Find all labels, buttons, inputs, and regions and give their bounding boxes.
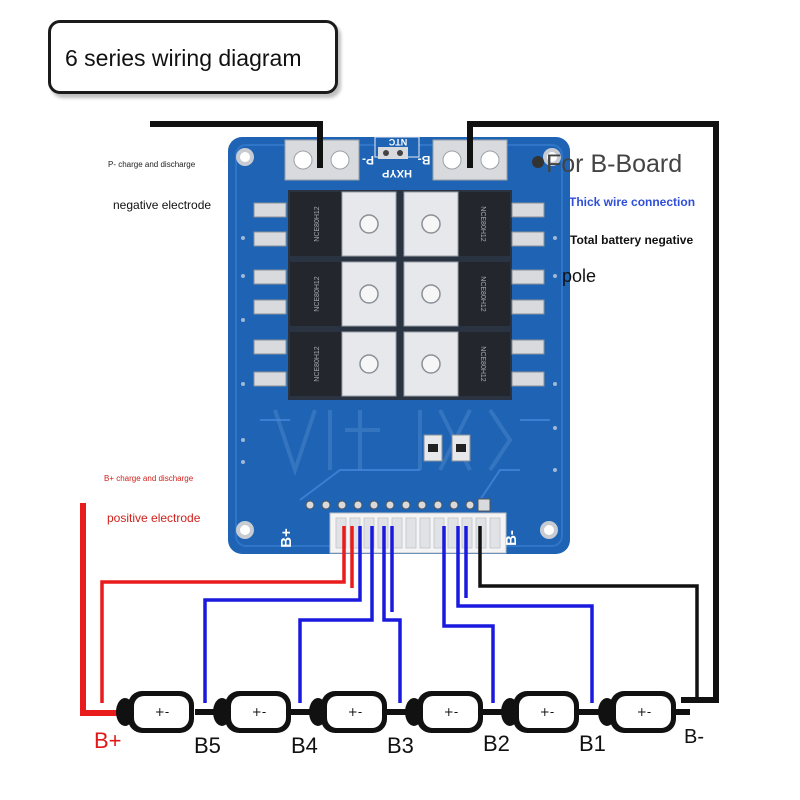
ntc-connector	[378, 147, 408, 159]
node-b5: B5	[194, 733, 221, 758]
smd-components	[423, 434, 471, 462]
cell-2-polarity: +-	[252, 705, 266, 719]
cell-3: +-	[309, 691, 387, 733]
wire-b1	[456, 526, 594, 703]
node-b1: B1	[579, 731, 606, 756]
cell-3-polarity: +-	[348, 705, 362, 719]
wire-b3	[382, 526, 402, 703]
mosfet-5-mark: NCE80H12	[479, 276, 486, 312]
pcb-b-plus-label: B+	[278, 528, 295, 548]
mosfet-1-mark: NCE80H12	[314, 206, 321, 242]
positive-electrode-label: positive electrode	[107, 511, 201, 525]
wire-b5	[203, 526, 362, 703]
mosfet-3-mark: NCE80H12	[314, 346, 321, 382]
mount-hole-br	[540, 521, 558, 539]
thick-wire-label: Thick wire connection	[569, 195, 696, 209]
negative-electrode-label: negative electrode	[113, 198, 212, 212]
title-box: 6 series wiring diagram	[48, 20, 338, 94]
pcb-b-minus-top-label: B-	[418, 153, 431, 167]
balance-connector	[329, 512, 507, 554]
wire-p-minus	[150, 121, 323, 168]
cell-2: +-	[213, 691, 291, 733]
cell-6-polarity: +-	[637, 705, 651, 719]
wire-b-minus-balance	[478, 526, 699, 703]
node-b3: B3	[387, 733, 414, 758]
cell-4: +-	[405, 691, 483, 733]
mosfet-1: NCE80H12	[290, 192, 342, 256]
wire-b4	[298, 526, 374, 703]
bms-board: P- NTC HXYP B- NCE80H12 NCE80H12 NCE80H1…	[228, 136, 570, 554]
mosfet-4-mark: NCE80H12	[479, 206, 486, 242]
cell-5: +-	[501, 691, 579, 733]
mount-hole-tr	[543, 148, 561, 166]
diagram-title: 6 series wiring diagram	[65, 45, 302, 71]
wire-b-minus-main	[467, 121, 719, 703]
wire-b-plus-balance	[100, 526, 346, 703]
mosfet-2: NCE80H12	[290, 262, 342, 326]
mount-hole-tl	[236, 148, 254, 166]
node-b2: B2	[483, 731, 510, 756]
mosfet-2-mark: NCE80H12	[314, 276, 321, 312]
node-b-plus: B+	[94, 728, 122, 753]
pcb-b-minus-bottom-label: B-	[503, 530, 520, 546]
wire-b-plus-main	[80, 503, 120, 716]
total-negative-label: Total battery negative	[570, 233, 694, 247]
cell-1: +-	[116, 691, 194, 733]
cell-4-polarity: +-	[444, 705, 458, 719]
balance-header-pins	[305, 498, 491, 512]
pole-label: pole	[562, 266, 597, 286]
b-plus-charge-label: B+ charge and discharge	[104, 474, 194, 483]
mount-hole-bl	[236, 521, 254, 539]
cell-1-polarity: +-	[155, 705, 169, 719]
mosfet-3: NCE80H12	[290, 332, 342, 396]
node-b-minus: B-	[684, 726, 704, 748]
pcb-p-minus-label: P-	[362, 153, 374, 167]
pcb-ntc-label: NTC	[388, 137, 407, 147]
pcb-hxyp-label: HXYP	[382, 167, 412, 179]
cell-5-polarity: +-	[540, 705, 554, 719]
mosfet-5: NCE80H12	[458, 262, 510, 326]
p-charge-label: P- charge and discharge	[108, 160, 196, 169]
b-board-dot	[532, 156, 544, 168]
mosfet-6-mark: NCE80H12	[479, 346, 486, 382]
node-b4: B4	[291, 733, 318, 758]
mosfet-4: NCE80H12	[458, 192, 510, 256]
wire-b2	[442, 526, 495, 703]
mosfet-6: NCE80H12	[458, 332, 510, 396]
b-board-label: For B-Board	[546, 150, 683, 178]
cell-6: +-	[598, 691, 676, 733]
